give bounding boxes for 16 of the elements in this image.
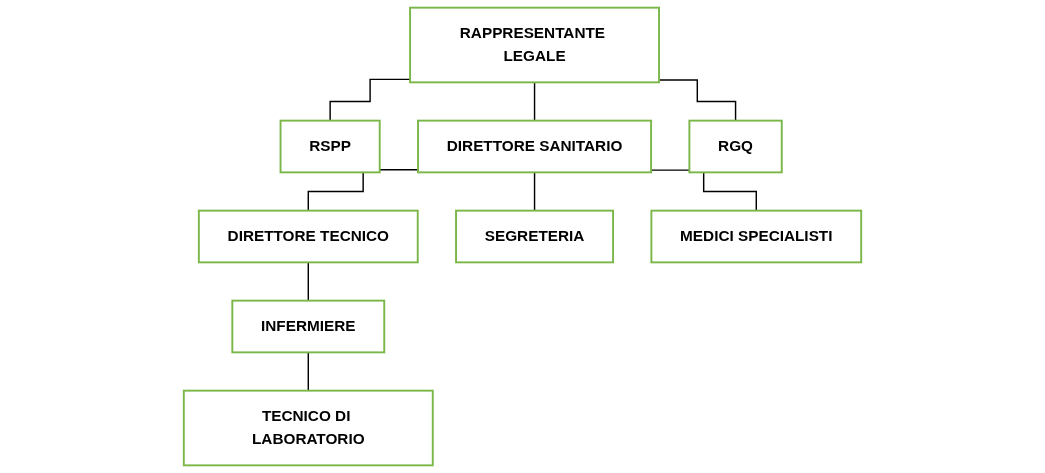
connector [650,169,757,212]
node-box: RAPPRESENTANTE LEGALE [409,6,660,84]
node-box: TECNICO DI LABORATORIO [182,389,434,467]
connector [533,81,536,122]
connector [307,261,309,302]
node-box: MEDICI SPECIALISTI [650,209,863,264]
node-box: RSPP [279,119,381,174]
connector [307,351,309,392]
node-box: RGQ [688,119,783,174]
node-box: SEGRETERIA [455,209,615,264]
connector [658,79,737,122]
connector [533,171,536,212]
node-box: DIRETTORE SANITARIO [417,119,653,174]
node-box: INFERMIERE [231,299,386,354]
connector [329,78,411,122]
node-box: DIRETTORE TECNICO [197,209,419,264]
